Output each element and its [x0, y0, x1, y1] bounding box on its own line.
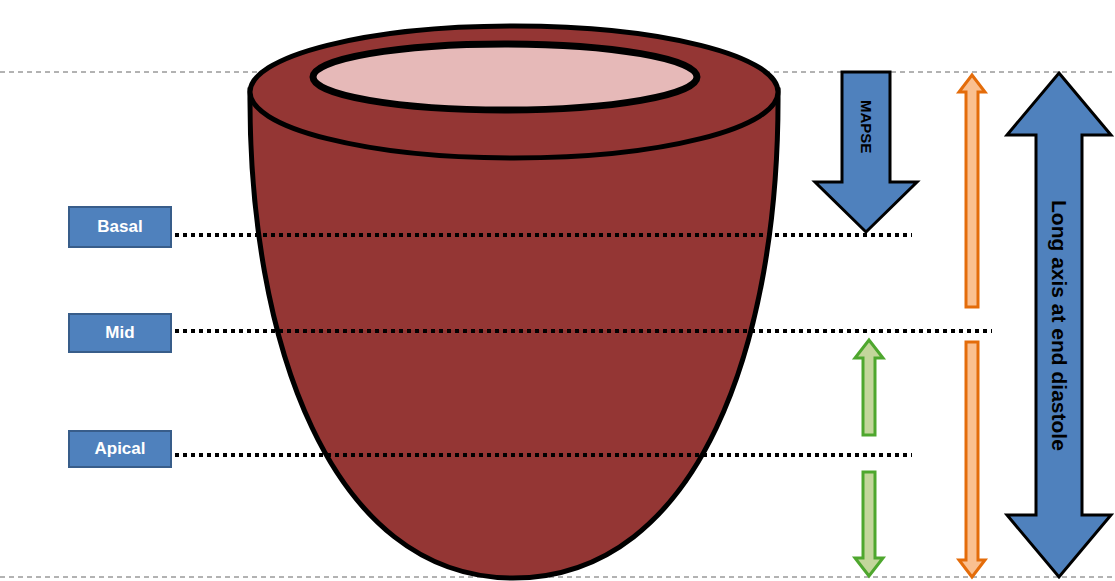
- ventricle-body: [250, 90, 778, 578]
- orange-arrow: [959, 342, 985, 577]
- long-axis-arrow-shape: [1007, 73, 1111, 577]
- mapse-arrow: MAPSE: [812, 70, 920, 236]
- green-arrow: [855, 472, 883, 576]
- level-line: [175, 233, 912, 237]
- level-label-box: Apical: [68, 430, 172, 468]
- green-arrow: [855, 340, 883, 435]
- text-holder: Long axis at end diastole: [1023, 70, 1095, 580]
- arrow-label: Long axis at end diastole: [1047, 200, 1071, 451]
- dashed-reference-line: [0, 577, 1115, 578]
- arrow-label: MAPSE: [858, 100, 875, 153]
- level-label: Basal: [97, 217, 142, 237]
- level-label: Mid: [105, 323, 134, 343]
- text-holder: MAPSE: [832, 74, 900, 180]
- mapse-arrow-shape: [815, 72, 917, 232]
- long-axis-arrow: Long axis at end diastole: [1003, 70, 1115, 580]
- level-line: [175, 329, 992, 333]
- level-label-box: Basal: [68, 206, 172, 248]
- level-line: [175, 453, 912, 457]
- level-label-box: Mid: [68, 313, 172, 353]
- level-label: Apical: [94, 439, 145, 459]
- ventricle-cavity: [313, 44, 697, 110]
- ventricle-rim: [250, 26, 778, 158]
- orange-arrow: [959, 75, 985, 307]
